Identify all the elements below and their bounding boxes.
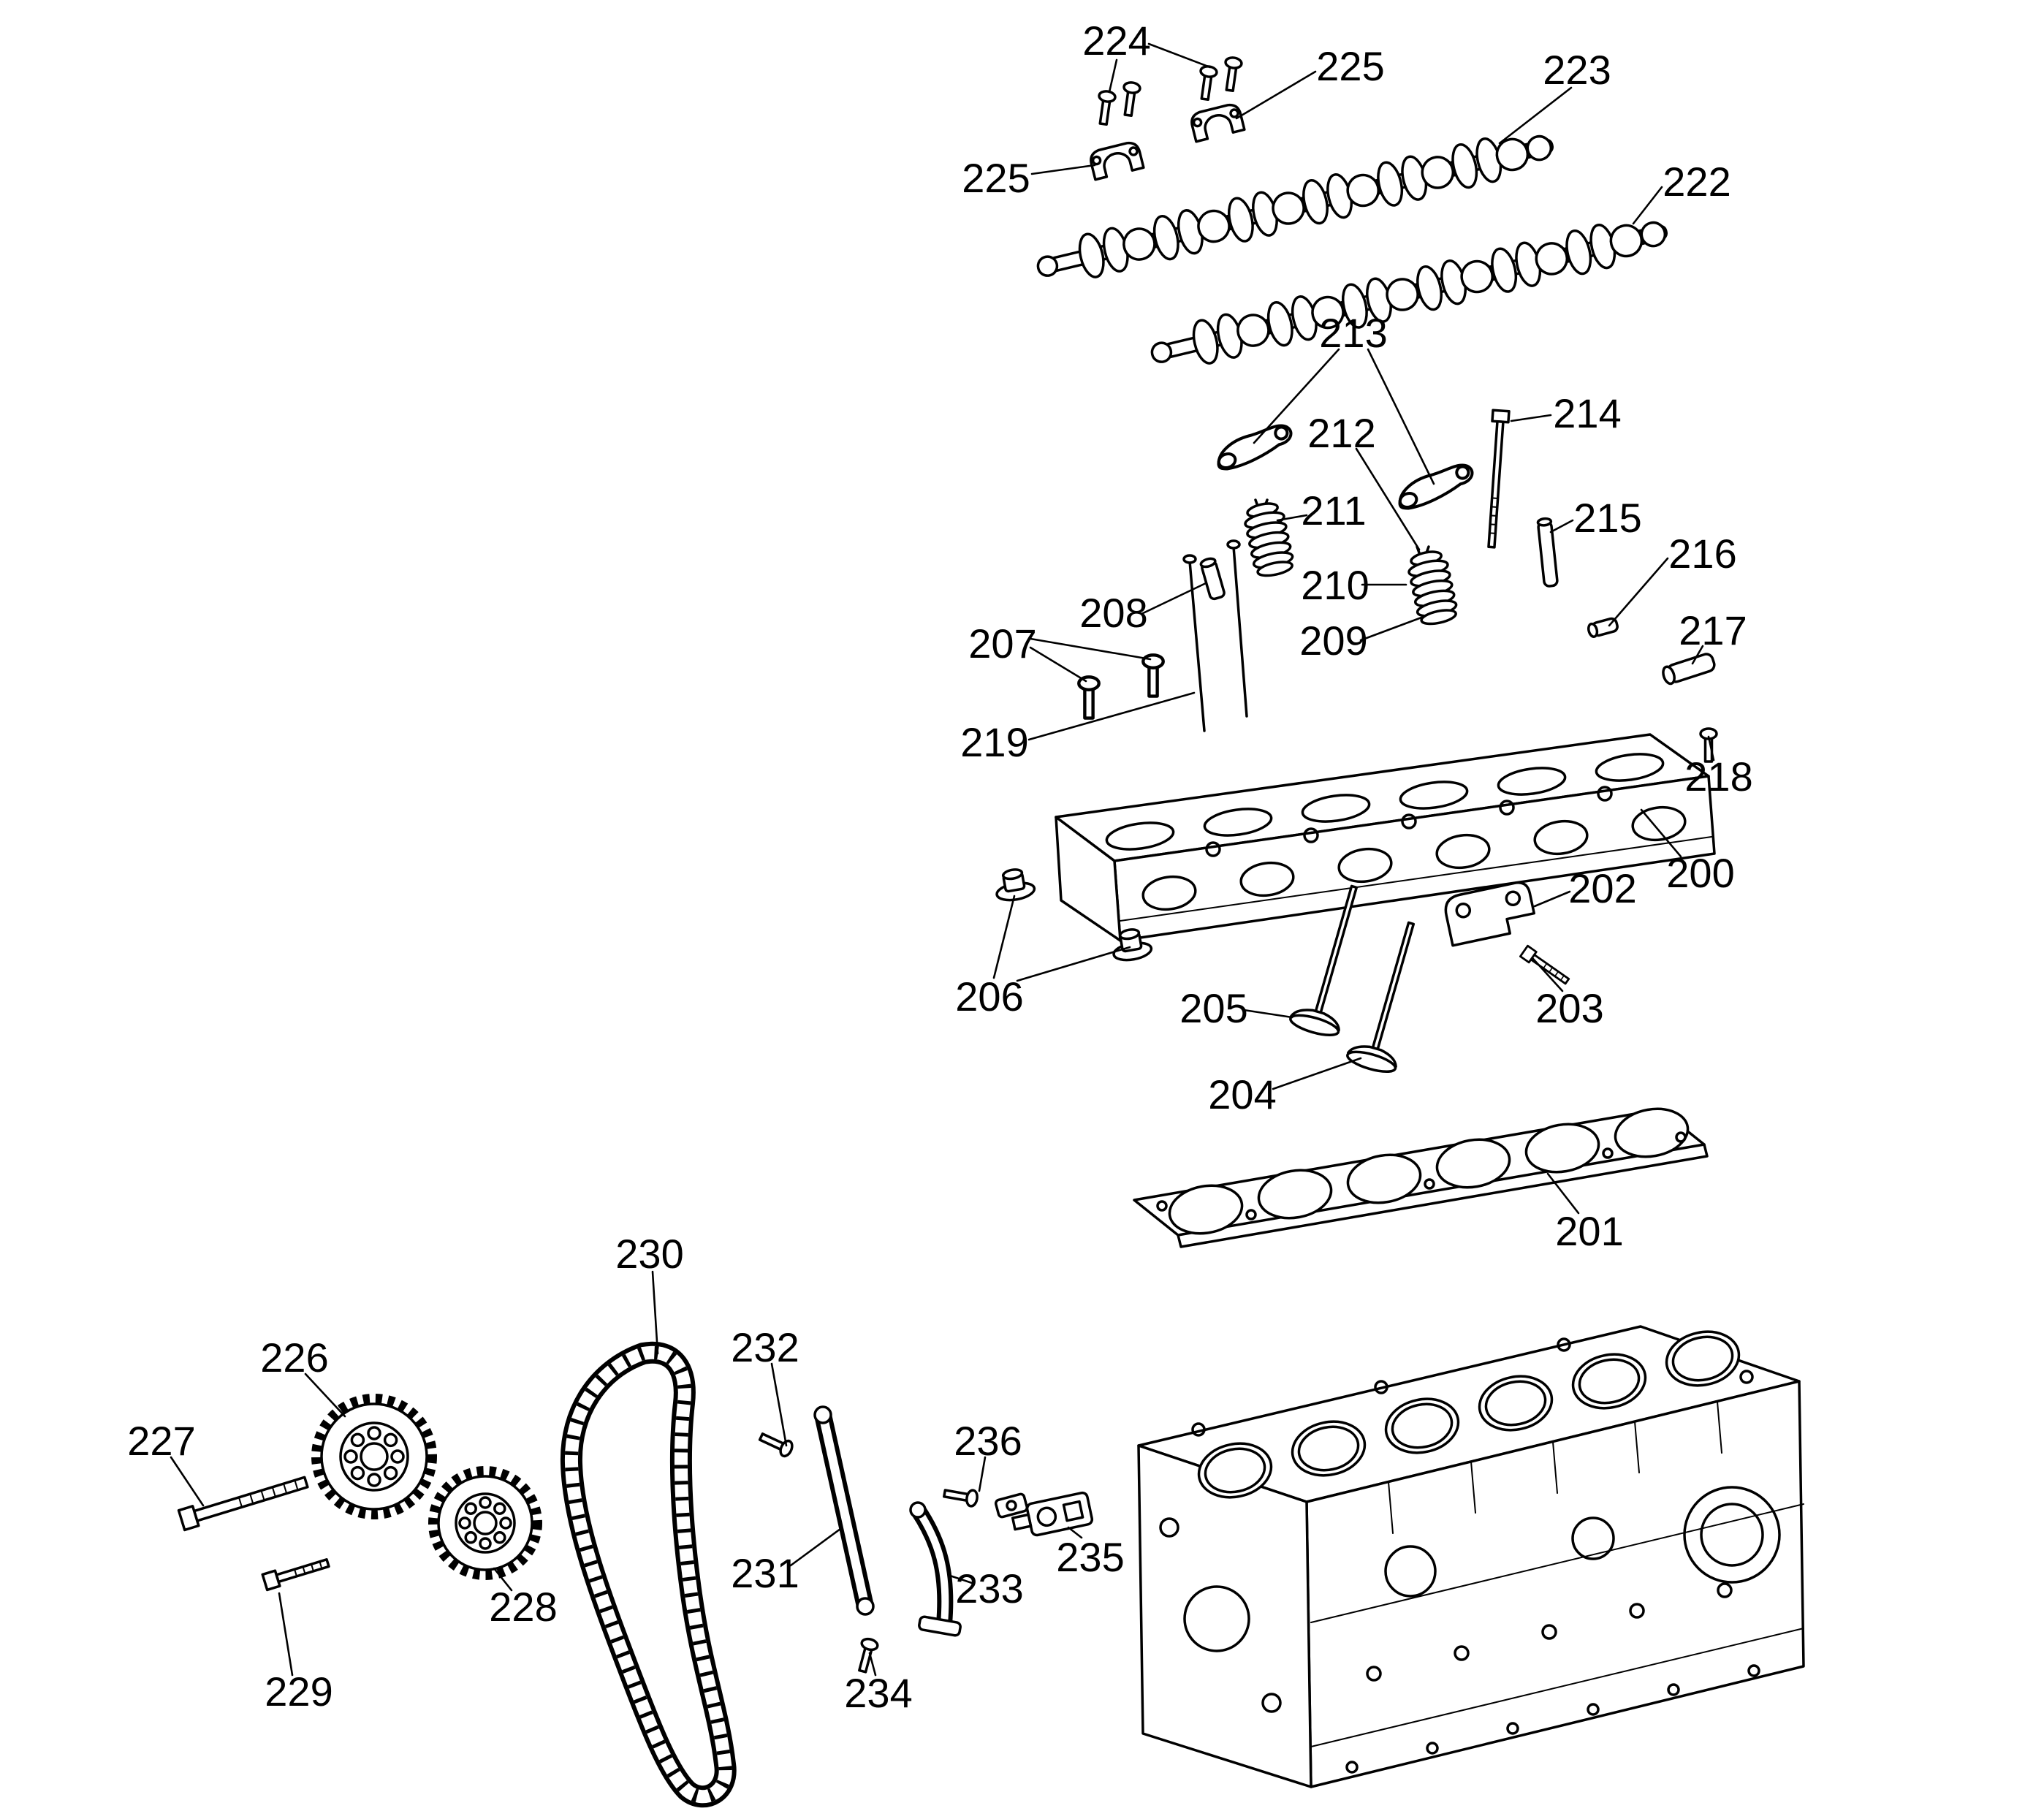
callout-217: 217: [1679, 607, 1747, 653]
callout-212: 212: [1307, 410, 1375, 456]
callout-216: 216: [1668, 531, 1736, 577]
callout-227: 227: [127, 1418, 195, 1464]
valve-spring-left: [1242, 502, 1296, 577]
camshaft-lower: [1150, 214, 1668, 368]
callout-205: 205: [1179, 985, 1247, 1031]
callout-210: 210: [1301, 562, 1369, 608]
callout-208: 208: [1079, 590, 1147, 636]
guide-bolt-upper: [756, 1428, 796, 1459]
chain-tensioner: [1011, 1491, 1094, 1537]
sprocket-bolt: [177, 1476, 309, 1532]
crank-sprocket: [428, 1466, 542, 1580]
engine-block: [1137, 1325, 1805, 1788]
callout-213: 213: [1319, 310, 1387, 356]
cam-sprocket: [311, 1394, 437, 1519]
callout-218: 218: [1684, 753, 1752, 800]
timing-chain: [560, 1341, 737, 1808]
camshaft-upper: [1036, 128, 1554, 281]
callout-229: 229: [265, 1668, 333, 1715]
callout-225-left: 225: [962, 155, 1030, 201]
callout-209: 209: [1299, 618, 1367, 664]
cylinder-head: [1055, 733, 1716, 942]
callout-215: 215: [1573, 495, 1641, 541]
callout-214: 214: [1553, 390, 1621, 436]
guide-bolt-lower: [853, 1636, 881, 1675]
callout-232: 232: [731, 1324, 799, 1370]
callout-223: 223: [1543, 47, 1611, 93]
callout-219: 219: [960, 719, 1028, 765]
head-stud: [1487, 409, 1511, 549]
adjuster-pin: [1536, 517, 1559, 588]
callout-226: 226: [260, 1334, 328, 1381]
callout-235: 235: [1056, 1534, 1124, 1580]
chain-guide-pivot: [909, 1501, 962, 1637]
callout-233: 233: [955, 1565, 1023, 1611]
callout-225-right: 225: [1316, 43, 1384, 89]
callout-222: 222: [1663, 159, 1730, 205]
plug-tube: [1662, 653, 1716, 686]
callout-204: 204: [1208, 1071, 1276, 1117]
callout-224: 224: [1082, 18, 1150, 64]
callout-206: 206: [955, 973, 1023, 1020]
callout-236: 236: [954, 1418, 1022, 1464]
callout-labels: 224 225 225 223 222 213 212 214 211 215 …: [127, 18, 1752, 1716]
tensioner-fasteners: [941, 1484, 1029, 1519]
leader-lines: [170, 42, 1715, 1677]
callout-230: 230: [615, 1231, 683, 1277]
chain-guide-fixed: [813, 1405, 875, 1616]
callout-228: 228: [489, 1584, 557, 1630]
lift-bracket: [1444, 881, 1535, 947]
valve-spring-right: [1406, 550, 1459, 626]
bracket-bolt: [1519, 944, 1572, 988]
head-bolts: [1079, 655, 1163, 718]
callout-211: 211: [1301, 487, 1366, 534]
callout-201: 201: [1555, 1208, 1623, 1254]
callout-200: 200: [1666, 850, 1734, 896]
cam-caps: [1087, 101, 1246, 181]
lash-adjuster: [1199, 557, 1226, 601]
callout-234: 234: [844, 1670, 912, 1716]
crank-sprocket-bolt: [261, 1554, 332, 1592]
callout-231: 231: [731, 1550, 799, 1596]
callout-207: 207: [968, 620, 1036, 667]
callout-203: 203: [1535, 985, 1603, 1031]
head-gasket: [1133, 1107, 1709, 1248]
callout-202: 202: [1568, 865, 1636, 911]
